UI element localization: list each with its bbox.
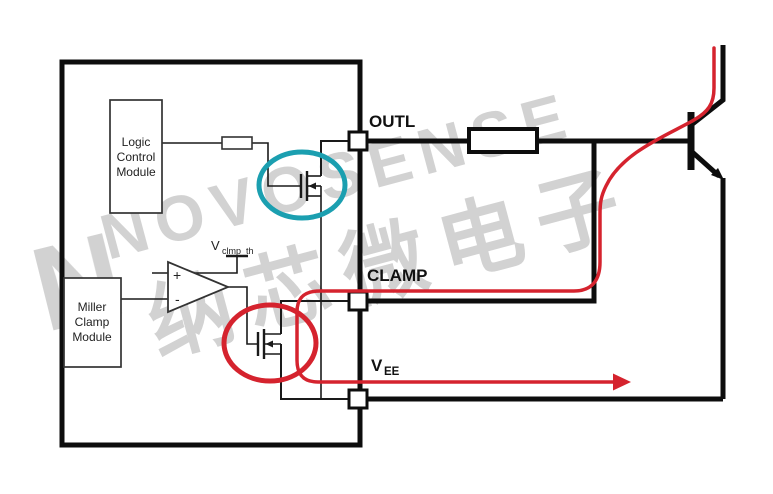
- miller-module-label-3: Module: [72, 330, 112, 344]
- pulldown-drain-wire: [320, 140, 349, 176]
- vref-label-main: V: [211, 238, 220, 253]
- miller-module-label-2: Clamp: [75, 315, 110, 329]
- vee-pin-label-sub: EE: [384, 366, 400, 378]
- pulldown-nmos-arrow: [308, 182, 316, 190]
- miller-clamp-module: Miller Clamp Module: [63, 277, 122, 368]
- vref-label: V clmp_th: [211, 238, 254, 256]
- red-highlight-ellipse: [221, 302, 319, 384]
- outl-pin: [347, 130, 369, 152]
- logic-module-label-1: Logic: [122, 135, 151, 149]
- miller-module-label-1: Miller: [78, 300, 107, 314]
- comparator: + -: [167, 260, 231, 314]
- igbt-collector: [688, 45, 726, 128]
- vee-pin: [347, 388, 369, 410]
- internal-gate-resistor: [221, 136, 253, 150]
- clamp-net-wire: [367, 141, 597, 304]
- logic-module-label-2: Control: [117, 150, 156, 164]
- miller-clamp-module-box: [63, 277, 122, 368]
- external-gate-resistor: [467, 127, 539, 154]
- igbt-emitter-arrow: [711, 168, 724, 180]
- vref-label-sub: clmp_th: [222, 246, 254, 256]
- external-wires: [367, 138, 723, 402]
- clamp-nmos: [256, 329, 281, 359]
- clamp-pin: [347, 290, 369, 312]
- clamp-nmos-arrow: [265, 340, 273, 348]
- comparator-minus-label: -: [175, 291, 180, 307]
- comparator-plus-label: +: [173, 267, 181, 283]
- vee-pin-label-main: V: [371, 356, 383, 375]
- outl-pin-label: OUTL: [369, 112, 415, 131]
- miller-current-path: [295, 46, 716, 391]
- clamp-drain-wire: [280, 300, 349, 334]
- driver-ic-boundary: [59, 59, 363, 448]
- igbt-emitter: [688, 148, 721, 178]
- current-path-arrowhead: [613, 373, 631, 391]
- logic-module-label-3: Module: [116, 165, 156, 179]
- comparator-triangle: [167, 260, 231, 314]
- igbt-transistor: [687, 45, 726, 399]
- comparator-output-wire: [228, 286, 258, 345]
- vee-pin-label: V EE: [371, 356, 400, 378]
- clamp-source-wire: [280, 344, 349, 400]
- logic-control-module: Logic Control Module: [109, 99, 163, 214]
- current-path-line: [295, 46, 716, 384]
- clamp-pin-label: CLAMP: [367, 266, 427, 285]
- teal-highlight-ellipse: [256, 149, 348, 221]
- logic-control-module-box: [109, 99, 163, 214]
- ic-pins: [347, 130, 369, 410]
- pulldown-nmos: [299, 171, 321, 201]
